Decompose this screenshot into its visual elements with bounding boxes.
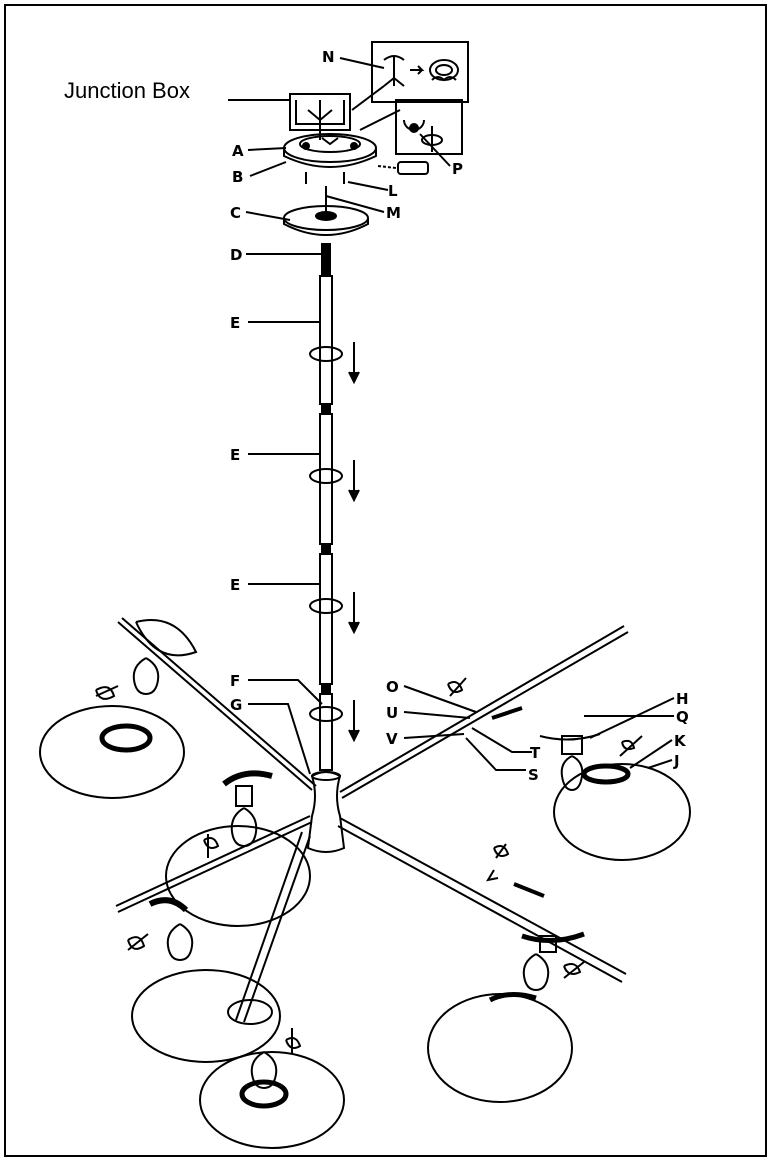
- arms: [115, 617, 629, 1023]
- label-B: B: [232, 168, 243, 186]
- label-D: D: [230, 246, 242, 264]
- leader-inset-P: [359, 109, 401, 131]
- shade-holder-lower-right: [521, 931, 585, 944]
- mounting-screw: [377, 161, 429, 175]
- label-S: S: [528, 766, 539, 784]
- socket-lower-right: [539, 935, 557, 953]
- screw-icon-bottom: [285, 1028, 302, 1054]
- socket-mid-left: [235, 785, 253, 807]
- label-F: F: [230, 672, 240, 690]
- label-T: T: [530, 744, 541, 762]
- label-G: G: [230, 696, 242, 714]
- canopy: [283, 186, 369, 236]
- leader-M: [325, 195, 385, 213]
- label-A: A: [232, 142, 244, 160]
- leader-C: [245, 211, 291, 221]
- rotation-indicators: [309, 342, 360, 743]
- leader-O: [403, 685, 477, 713]
- shade-mid-left: [165, 825, 311, 927]
- shade-holder-down-left: [227, 999, 273, 1025]
- leader-T: [471, 727, 532, 753]
- canopy-coupling: [321, 243, 331, 275]
- leader-B: [249, 161, 287, 177]
- shade-collar-bottom: [239, 1079, 289, 1109]
- shade-upper-right: [553, 763, 691, 861]
- mounting-plate: [283, 133, 377, 168]
- shade-holder-upper-right: [539, 733, 601, 741]
- label-O: O: [386, 678, 399, 696]
- shade-lower-left: [131, 969, 281, 1063]
- shade-lower-right: [427, 993, 573, 1103]
- label-Q: Q: [676, 708, 689, 726]
- leader-N: [339, 57, 385, 69]
- label-U: U: [386, 704, 398, 722]
- bulb-upper-right: [560, 755, 584, 792]
- bulb-mid-left: [230, 807, 258, 848]
- stem-rods: [319, 275, 333, 771]
- leader-H: [589, 697, 675, 739]
- screw-detail-inset: [395, 99, 463, 155]
- label-E-1: E: [230, 314, 240, 332]
- label-K: K: [674, 732, 687, 750]
- shade-upper-left: [39, 705, 185, 799]
- label-M: M: [386, 204, 401, 222]
- shade-collar-upper-left: [99, 723, 153, 753]
- shade-collar-upper-right: [581, 763, 631, 785]
- slide-arrow-lower: [513, 882, 545, 898]
- bulb-bottom: [250, 1051, 278, 1090]
- bulb-lower-right: [522, 953, 550, 992]
- central-hub: [306, 771, 346, 853]
- junction-box-label: Junction Box: [64, 78, 190, 103]
- socket-Q: [561, 735, 583, 755]
- leader-G: [248, 703, 311, 775]
- bulb-upper-left: [132, 657, 160, 696]
- label-E-3: E: [230, 576, 240, 594]
- screw-icon-lower-right: [563, 961, 585, 979]
- shade-holder-mid-left: [222, 770, 273, 787]
- label-L: L: [388, 182, 398, 200]
- bulb-lower-left: [166, 923, 194, 962]
- shade-bottom: [199, 1051, 345, 1149]
- shade-holder-upper-left: [135, 619, 198, 657]
- leader-A: [247, 147, 287, 151]
- leader-P: [419, 133, 451, 167]
- label-J: J: [673, 752, 680, 770]
- leader-V: [403, 733, 465, 739]
- screw-icon-mid-left: [203, 834, 220, 858]
- label-H: H: [676, 690, 689, 708]
- leader-U: [403, 711, 471, 719]
- wire-connector-inset: [371, 41, 469, 103]
- shade-collar-lower-right: [488, 992, 537, 1003]
- diagram-frame: [4, 4, 767, 1157]
- leader-inset-N: [351, 85, 385, 111]
- screw-icon-arm-lower: [493, 843, 510, 859]
- leader-K: [629, 739, 673, 769]
- screw-icon-upper-right: [619, 735, 643, 757]
- label-C: C: [230, 204, 241, 222]
- leader-S: [465, 737, 526, 771]
- screw-icon-o: [447, 677, 467, 697]
- shade-holder-lower-left: [148, 897, 189, 913]
- screw-icon-upper-left: [95, 685, 119, 700]
- label-E-2: E: [230, 446, 240, 464]
- label-N: N: [322, 48, 335, 66]
- label-P: P: [452, 160, 463, 178]
- leader-J: [647, 759, 673, 769]
- junction-box: [289, 93, 351, 140]
- leader-F: [248, 679, 323, 705]
- bulbs-and-shades: [39, 619, 691, 1149]
- pin-arm-lower: [485, 869, 499, 882]
- leader-L: [347, 181, 389, 191]
- slide-arrow-upper: [491, 706, 523, 720]
- screw-icon-lower-left: [127, 933, 149, 951]
- label-V: V: [386, 730, 398, 748]
